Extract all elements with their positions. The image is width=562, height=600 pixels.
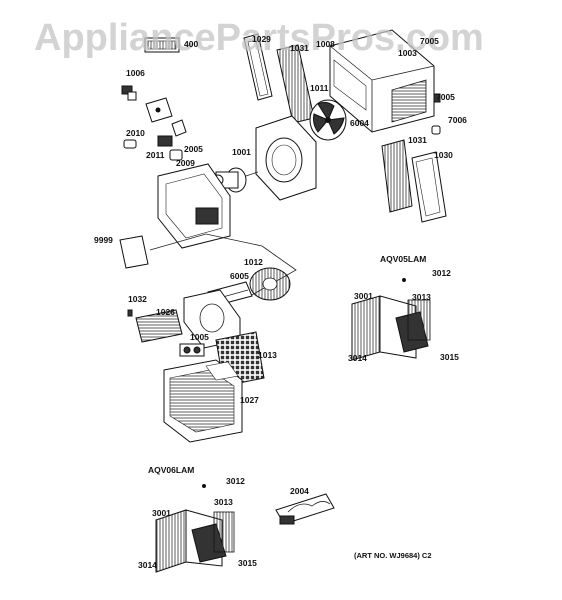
grille-1031-right-part (381, 139, 413, 213)
label-1005: 1005 (190, 332, 209, 342)
label-6004: 6004 (350, 118, 369, 128)
label-9999: 9999 (94, 235, 113, 245)
art-number: (ART NO. WJ9684) C2 (354, 551, 432, 560)
fan-blade-1011-part (309, 99, 347, 141)
label-2010: 2010 (126, 128, 145, 138)
label-1031-right: 1031 (408, 135, 427, 145)
label-1029: 1029 (252, 34, 271, 44)
label-1011: 1011 (310, 83, 329, 93)
knobs-1005-part (179, 343, 205, 357)
manual-9999-part (119, 235, 149, 269)
switch-2010-part (123, 139, 137, 149)
cabinet-1003-part (329, 29, 435, 133)
label-1013: 1013 (258, 350, 277, 360)
small-part-1006 (121, 85, 137, 101)
label-3013-upper: 3013 (412, 292, 431, 302)
knob-2009-part (169, 149, 183, 161)
bracket-7006-part (431, 125, 441, 135)
label-6005: 6005 (230, 271, 249, 281)
label-2009: 2009 (176, 158, 195, 168)
label-400: 400 (184, 39, 198, 49)
switch-2005-part (157, 119, 187, 147)
shroud-part (255, 115, 317, 201)
label-1027: 1027 (240, 395, 259, 405)
label-1026: 1026 (156, 307, 175, 317)
label-7005-top: 7005 (420, 36, 439, 46)
label-3015-upper: 3015 (440, 352, 459, 362)
filter-1030-part (411, 151, 447, 223)
blower-wheel-1012-part (249, 267, 291, 301)
label-1006: 1006 (126, 68, 145, 78)
bracket-part (145, 97, 173, 123)
chassis-part (157, 163, 231, 249)
label-1008: 1008 (316, 39, 335, 49)
label-1031-top: 1031 (290, 43, 309, 53)
front-panel-part (183, 289, 241, 349)
front-cover-1027-part (163, 359, 243, 443)
submodel-lower: AQV06LAM (148, 465, 194, 475)
label-7006: 7006 (448, 115, 467, 125)
label-1001: 1001 (232, 147, 251, 157)
label-3013-lower: 3013 (214, 497, 233, 507)
label-2004: 2004 (290, 486, 309, 496)
label-1030: 1030 (434, 150, 453, 160)
bracket-7005-part (433, 93, 441, 103)
label-3012-lower: 3012 (226, 476, 245, 486)
label-2005: 2005 (184, 144, 203, 154)
label-3015-lower: 3015 (238, 558, 257, 568)
grille-1032-part (127, 309, 133, 317)
watermark: AppliancePartsPros.com (34, 17, 484, 59)
label-1012: 1012 (244, 257, 263, 267)
cord-2004-part (275, 493, 335, 525)
label-7005-right: 7005 (436, 92, 455, 102)
remote-control-part (144, 37, 180, 53)
label-3001-lower: 3001 (152, 508, 171, 518)
submodel-upper: AQV05LAM (380, 254, 426, 264)
label-3014-upper: 3014 (348, 353, 367, 363)
label-2011: 2011 (146, 150, 165, 160)
label-3012-upper: 3012 (432, 268, 451, 278)
label-3014-lower: 3014 (138, 560, 157, 570)
label-1003: 1003 (398, 48, 417, 58)
coil-assembly-aqv06lam (155, 484, 235, 573)
label-1032: 1032 (128, 294, 147, 304)
label-3001-upper: 3001 (354, 291, 373, 301)
coil-assembly-aqv05lam (351, 278, 431, 361)
louver-1026-part (135, 309, 183, 343)
filter-1029-part (243, 33, 273, 101)
